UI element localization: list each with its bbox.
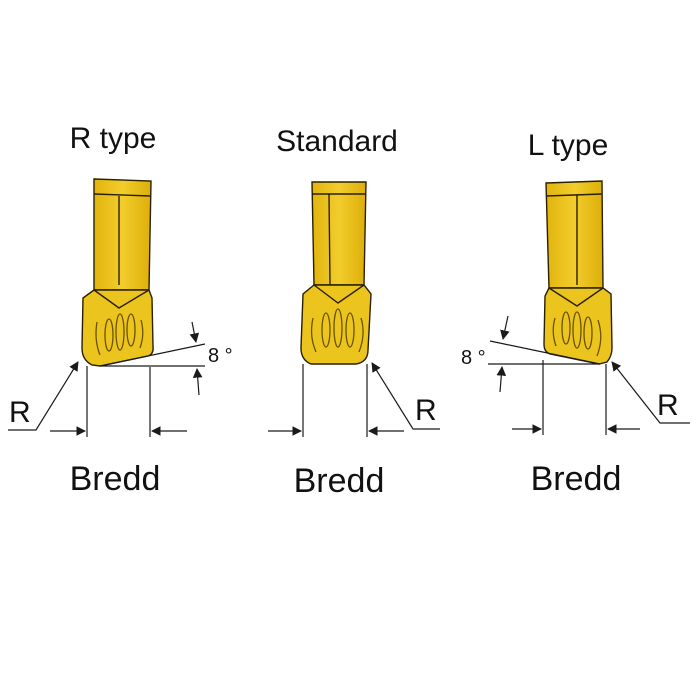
radius-label-r-type: R	[9, 396, 31, 429]
radius-label-standard: R	[415, 394, 437, 427]
insert-head-l-type	[543, 287, 613, 365]
chipbreaker-l-type	[552, 311, 602, 357]
insert-shank-standard	[311, 181, 367, 286]
width-label-r-type: Bredd	[70, 460, 161, 498]
insert-group-r-type: R type Bredd R 8 °	[8, 122, 233, 498]
insert-group-l-type: L type Bredd R 8 °	[461, 129, 690, 498]
chipbreaker-r-type	[95, 313, 144, 356]
insert-head-standard	[300, 284, 372, 365]
angle-edge-line-r-type	[99, 343, 206, 367]
insert-title-standard: Standard	[276, 125, 398, 158]
width-label-standard: Bredd	[294, 462, 385, 500]
insert-title-l-type: L type	[528, 129, 609, 162]
radius-leader-r-type	[8, 361, 79, 431]
chipbreaker-standard	[310, 308, 364, 353]
radius-leader-standard	[371, 362, 440, 430]
radius-leader-l-type	[611, 361, 690, 424]
radius-label-l-type: R	[657, 389, 679, 422]
insert-title-r-type: R type	[70, 122, 157, 155]
insert-shank-l-type	[545, 180, 604, 289]
insert-group-standard: Standard Bredd R	[268, 125, 440, 500]
width-label-l-type: Bredd	[531, 460, 622, 498]
angle-label-l-type: 8 °	[461, 347, 486, 369]
angle-label-r-type: 8 °	[208, 345, 233, 367]
angle-edge-line-l-type	[489, 340, 601, 365]
